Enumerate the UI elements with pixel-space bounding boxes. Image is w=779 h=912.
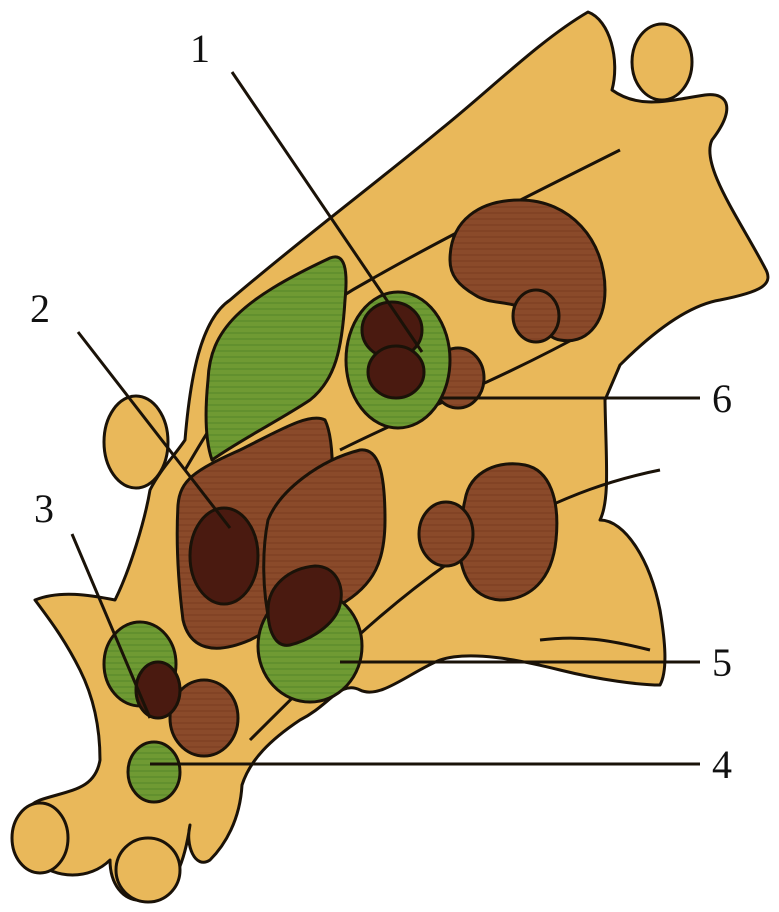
green-circle-small — [128, 742, 180, 802]
brown-circle-top — [513, 290, 559, 342]
label-3: 3 — [34, 486, 54, 531]
dark-nucleus-bottom — [136, 662, 180, 718]
label-6: 6 — [712, 376, 732, 421]
blob-top-right — [632, 24, 692, 100]
brown-circle-right — [419, 502, 473, 566]
label-1: 1 — [190, 26, 210, 71]
blob-left — [104, 396, 168, 488]
blob-bottom-left-b — [116, 838, 180, 902]
label-4: 4 — [712, 742, 732, 787]
dark-nucleus-top-b — [368, 346, 424, 398]
blob-bottom-left-a — [12, 803, 68, 873]
label-2: 2 — [30, 286, 50, 331]
label-5: 5 — [712, 640, 732, 685]
